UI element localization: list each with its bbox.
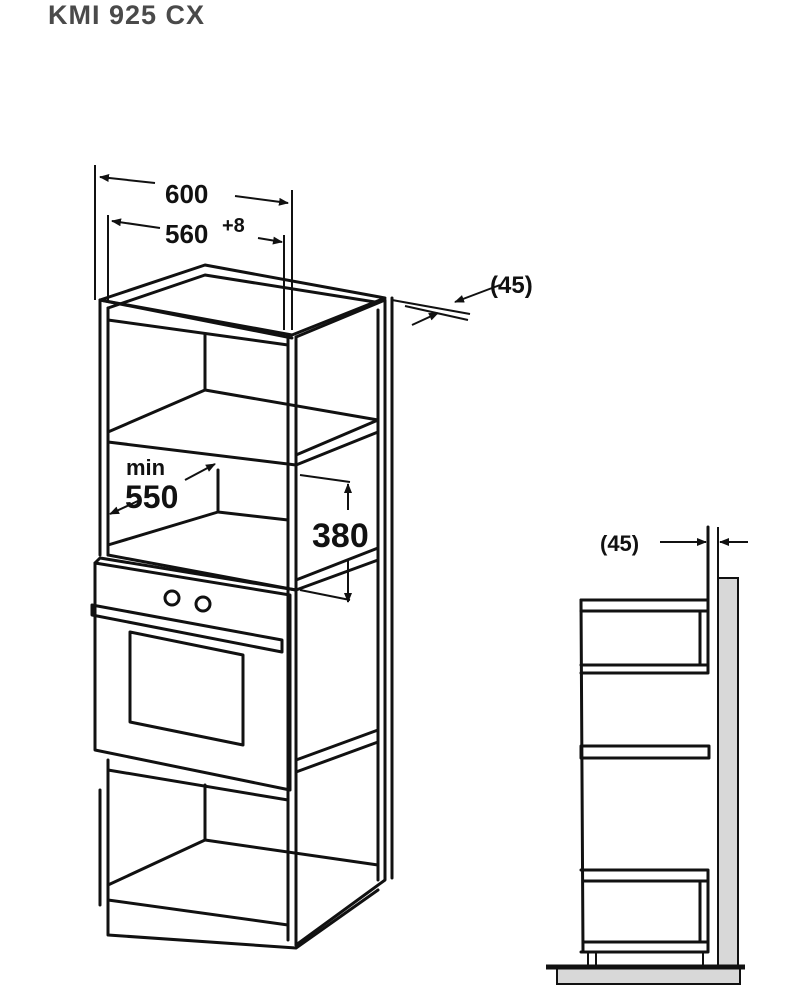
dim-600: 600 — [165, 179, 208, 209]
side-view — [546, 525, 748, 985]
dim-550: 550 — [125, 479, 178, 515]
oven-knob — [163, 589, 181, 607]
dim-560-tolerance: +8 — [222, 215, 245, 237]
tall-cabinet — [98, 263, 394, 950]
dimension-lines — [94, 165, 501, 603]
oven — [90, 556, 298, 792]
dim-380: 380 — [312, 517, 369, 555]
model-title: KMI 925 CX — [48, 0, 206, 30]
dim-45-side: (45) — [600, 531, 639, 556]
oven-handle — [90, 603, 284, 654]
oven-window — [128, 630, 245, 747]
dim-45-top: (45) — [490, 272, 533, 299]
dim-560: 560 — [165, 219, 208, 249]
oven-knob — [194, 595, 212, 613]
dim-min-label: min — [126, 455, 165, 480]
